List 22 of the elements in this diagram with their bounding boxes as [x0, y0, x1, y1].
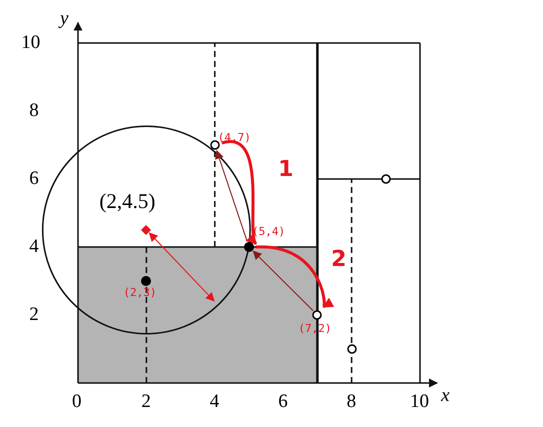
axis-label: x — [441, 385, 450, 407]
coordinate-label: (2,4.5) — [99, 189, 156, 214]
tick-label: 2 — [141, 391, 151, 413]
tick-label: 0 — [72, 391, 82, 413]
edge-label: 1 — [278, 158, 294, 181]
tick-label: 10 — [410, 391, 429, 413]
arrow — [252, 250, 314, 312]
tick-label: 6 — [278, 391, 288, 413]
arrow — [222, 140, 258, 245]
coordinate-label: (2,3) — [123, 286, 157, 299]
tick-label: 10 — [21, 32, 40, 54]
arrow — [215, 150, 248, 242]
coordinate-label: (5,4) — [252, 225, 286, 238]
tick-label: 4 — [210, 391, 220, 413]
arrow — [256, 246, 332, 308]
tick-label: 2 — [29, 304, 39, 326]
tick-label: 4 — [29, 236, 39, 258]
tick-label: 6 — [29, 168, 39, 190]
tick-label: 8 — [346, 391, 356, 413]
axis-label: y — [60, 8, 68, 30]
tick-label: 8 — [29, 100, 39, 122]
edge-label: 2 — [331, 248, 346, 271]
